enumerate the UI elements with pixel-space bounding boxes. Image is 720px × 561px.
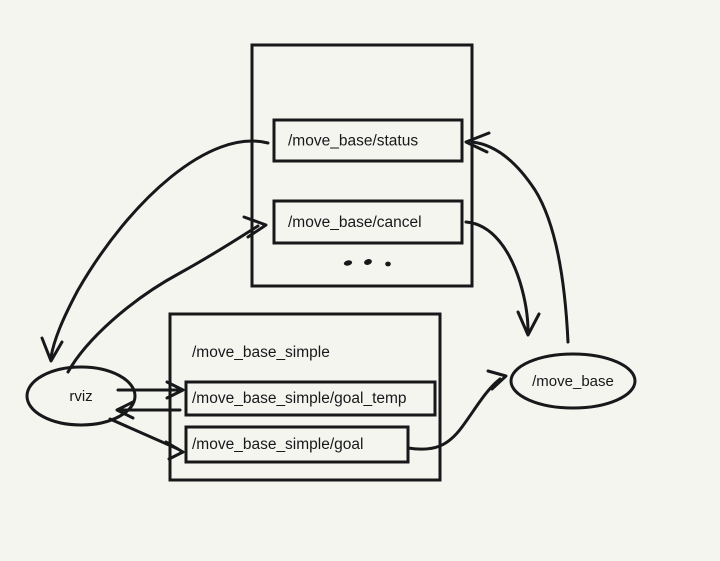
group-box-move-base <box>250 43 474 288</box>
edge-move-base-to-status <box>464 131 570 344</box>
topic-label-goal: /move_base_simple/goal <box>192 436 363 453</box>
node-ellipse-rviz[interactable] <box>25 365 137 427</box>
node-ellipse-move-base[interactable] <box>509 352 637 410</box>
topic-box-goal-temp[interactable] <box>184 380 437 417</box>
ellipsis-more-topics <box>343 259 391 267</box>
topic-box-move-base-cancel[interactable] <box>272 199 464 245</box>
edge-cancel-to-move-base <box>464 220 541 337</box>
edge-rviz-to-goal-temp <box>116 380 185 400</box>
edge-goal-temp-to-rviz <box>115 400 182 420</box>
topic-label-move-base-cancel: /move_base/cancel <box>288 214 422 231</box>
node-label-rviz: rviz <box>69 388 92 405</box>
topic-box-move-base-status[interactable] <box>272 118 464 163</box>
topic-box-goal[interactable] <box>184 425 410 464</box>
edge-goal-to-move-base <box>406 369 508 451</box>
topic-label-move-base-status: /move_base/status <box>288 133 418 150</box>
edge-status-to-rviz <box>40 139 270 363</box>
topic-label-goal-temp: /move_base_simple/goal_temp <box>192 390 407 407</box>
node-label-move-base: /move_base <box>532 373 614 390</box>
edge-rviz-to-goal <box>108 417 185 461</box>
edge-rviz-to-cancel <box>66 215 268 374</box>
group-label-move-base-simple: /move_base_simple <box>192 344 330 361</box>
